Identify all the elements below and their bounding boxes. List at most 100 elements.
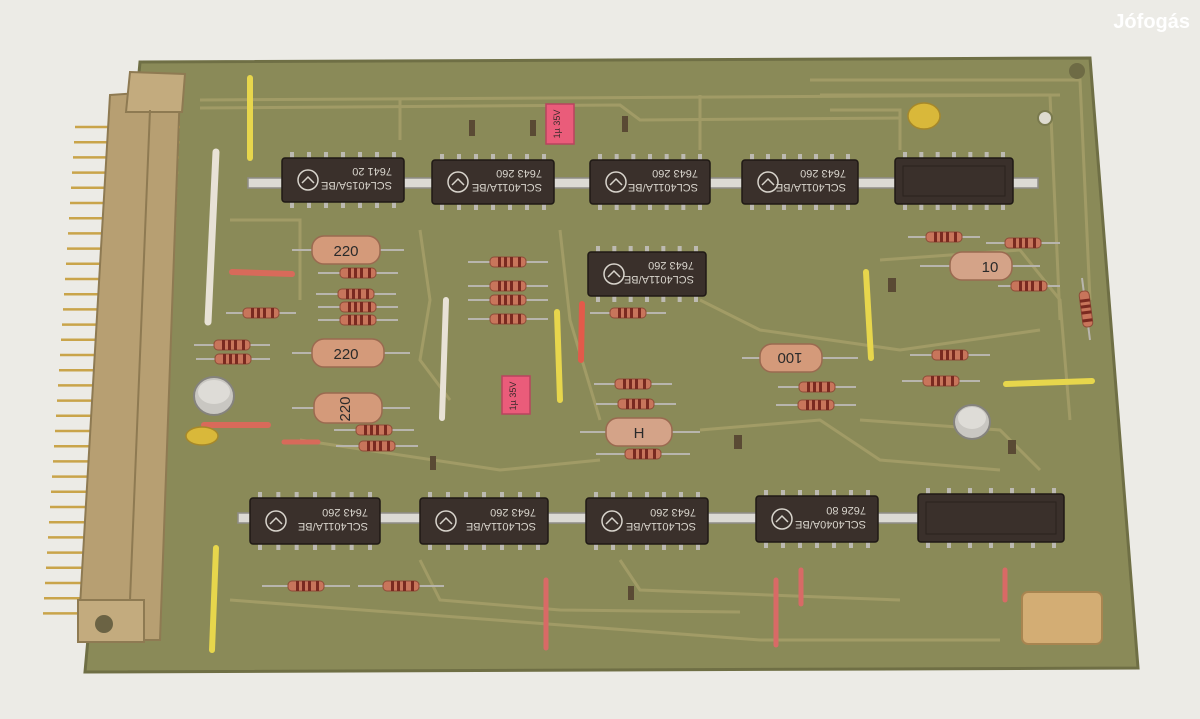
capacitor-label: 100 <box>777 349 802 366</box>
ic-marking-line1: SCL4011A/BE <box>466 520 536 532</box>
capacitor-c6: 10 <box>920 251 1040 281</box>
resistor <box>358 580 444 592</box>
ic-marking-line1: SCL4011A/BE <box>472 181 542 193</box>
resistors <box>194 231 1094 592</box>
ic-row-middle: SCL4011A/BE 7643 260 <box>587 246 707 302</box>
ic-chip: SCL4011A/BE 7643 260 <box>431 154 555 210</box>
rivet <box>1069 63 1085 79</box>
capacitor-label: 220 <box>333 346 358 363</box>
resistor <box>336 440 418 452</box>
ic-chip: SCL4015A/BE 7641 20 <box>281 152 405 208</box>
jumper-wires <box>201 75 1095 653</box>
ic-chip: SCL4011A/BE 7643 260 <box>585 492 709 550</box>
ic-marking-line1: SCL4011A/BE <box>624 273 694 285</box>
jumper-red <box>578 301 585 363</box>
red-capacitor-label: 1µ 35V <box>552 110 562 139</box>
jumper-yellow <box>554 309 563 403</box>
capacitor-c3: 220 <box>292 392 410 424</box>
resistor <box>318 301 398 313</box>
jumper-yellow <box>209 545 219 653</box>
capacitor-label: 10 <box>982 259 999 276</box>
red-capacitor-r2: 1µ 35V <box>501 375 531 415</box>
copper-traces <box>199 78 1092 642</box>
capacitors: 220 220 220 H 100 10 <box>292 235 1040 447</box>
ic-marking-line2: 7643 260 <box>650 506 696 518</box>
manufacturer-logo-icon <box>757 171 779 193</box>
jumper-yellow <box>1003 378 1095 387</box>
ic-chip: SCL4011A/BE 7643 260 <box>249 492 381 550</box>
resistor <box>902 375 980 387</box>
ic-marking-line1: SCL4011A/BE <box>626 520 696 532</box>
manufacturer-logo-icon <box>435 510 457 532</box>
resistor <box>318 314 398 326</box>
cork-pad <box>1021 591 1103 645</box>
resistor <box>998 280 1060 292</box>
transistor-can <box>193 376 235 416</box>
capacitor-label: 220 <box>337 396 354 421</box>
resistor <box>590 307 666 319</box>
ic-chip <box>917 488 1065 548</box>
resistor <box>194 339 270 351</box>
resistor <box>776 399 856 411</box>
pcb-board <box>83 56 1140 674</box>
ic-marking-line1: SCL4011A/BE <box>298 520 368 532</box>
resistor <box>468 313 548 325</box>
ic-marking-line1: SCL4011A/BE <box>776 181 846 193</box>
mounting-hole <box>1037 110 1053 126</box>
transistor-can <box>953 404 991 440</box>
resistor <box>468 256 548 268</box>
manufacturer-logo-icon <box>297 169 319 191</box>
resistor <box>594 378 672 390</box>
jumper-red <box>229 269 295 277</box>
ic-chip: SCL4011A/BE 7643 260 <box>589 154 711 210</box>
capacitor-c4: H <box>580 417 700 447</box>
ic-marking-line2: 7643 260 <box>496 167 542 179</box>
ic-marking-line2: 7643 260 <box>648 259 694 271</box>
ic-marking-line2: 7643 260 <box>652 167 698 179</box>
red-capacitors: 1µ 35V 1µ 35V <box>501 103 575 415</box>
ic-marking-line2: 7626 80 <box>826 504 866 516</box>
resistor <box>468 294 548 306</box>
manufacturer-logo-icon <box>603 263 625 285</box>
resistor <box>1078 277 1094 341</box>
resistor <box>334 424 414 436</box>
standoff-pins <box>430 116 1016 600</box>
jumper-white <box>204 148 220 326</box>
resistor <box>318 267 398 279</box>
resistor <box>908 231 980 243</box>
resistor <box>226 307 296 319</box>
resistor <box>468 280 548 292</box>
watermark: Jófogás <box>1113 11 1190 33</box>
yellow-capacitor <box>907 102 941 130</box>
ic-marking-line1: SCL4040A/BE <box>795 518 866 530</box>
manufacturer-logo-icon <box>601 510 623 532</box>
manufacturer-logo-icon <box>605 171 627 193</box>
ic-chip: SCL4040A/BE 7626 80 <box>755 490 879 548</box>
capacitor-label: 220 <box>333 243 358 260</box>
ic-chip: SCL4011A/BE 7643 260 <box>587 246 707 302</box>
resistor <box>596 448 690 460</box>
resistor <box>778 381 856 393</box>
yellow-capacitor <box>185 426 219 446</box>
resistor <box>316 288 396 300</box>
manufacturer-logo-icon <box>265 510 287 532</box>
edge-connector <box>43 70 187 643</box>
transistors <box>193 376 991 440</box>
resistor <box>262 580 350 592</box>
ic-marking-line2: 7643 260 <box>322 506 368 518</box>
ic-chip <box>894 152 1014 210</box>
ic-marking-line2: 7641 20 <box>352 165 392 177</box>
ic-marking-line1: SCL4015A/BE <box>321 179 392 191</box>
ic-marking-line2: 7643 260 <box>800 167 846 179</box>
jumper-white <box>439 297 449 421</box>
red-capacitor-label: 1µ 35V <box>508 382 518 411</box>
jumper-yellow <box>863 269 874 361</box>
capacitor-label: H <box>634 425 645 442</box>
ic-marking-line1: SCL4011A/BE <box>628 181 698 193</box>
resistor <box>986 237 1060 249</box>
capacitor-c1: 220 <box>292 235 404 265</box>
